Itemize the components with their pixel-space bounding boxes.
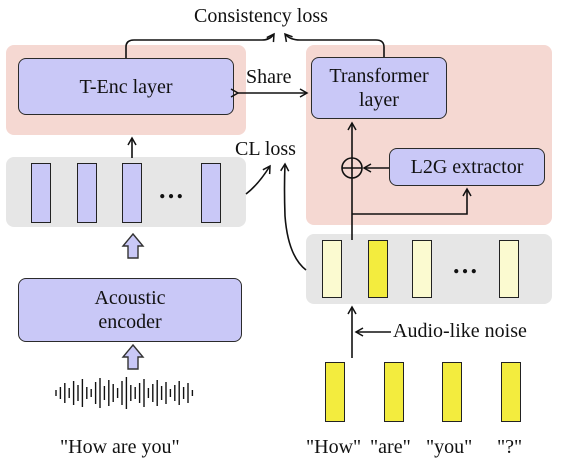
- cl-loss-curve-right: [280, 162, 307, 271]
- token-rect-2: [384, 362, 404, 422]
- up-arrow-icon: [121, 232, 145, 259]
- left-feature-rect-4: [201, 163, 221, 223]
- token-rect-1: [325, 362, 345, 422]
- share-label: Share: [246, 66, 292, 88]
- transformer-layer-label: Transformer layer: [329, 65, 429, 111]
- right-feature-rect-2: [368, 240, 388, 298]
- right-feature-rect-3: [412, 240, 432, 298]
- right-ellipsis: …: [452, 250, 479, 279]
- add-icon: [341, 157, 363, 179]
- right-feature-rect-1: [322, 240, 342, 298]
- left-feature-rect-2: [77, 163, 97, 223]
- branch-to-l2g: [352, 187, 472, 215]
- transformer-layer-box: Transformer layer: [311, 57, 447, 119]
- up-arrow-icon: [121, 343, 145, 370]
- token-rect-3: [442, 362, 462, 422]
- consistency-loss-label: Consistency loss: [194, 5, 328, 27]
- tenc-layer-box: T-Enc layer: [18, 58, 234, 115]
- tenc-layer-label: T-Enc layer: [79, 75, 173, 98]
- l2g-extractor-label: L2G extractor: [410, 156, 524, 178]
- right-caption-4: "?": [497, 436, 523, 458]
- waveform-icon: [55, 377, 194, 409]
- token-rect-4: [501, 362, 521, 422]
- right-feature-rect-4: [499, 240, 519, 298]
- left-ellipsis: …: [158, 175, 185, 204]
- right-caption-3: "you": [426, 436, 473, 458]
- left-caption: "How are you": [60, 436, 180, 458]
- audio-noise-label: Audio-like noise: [393, 320, 527, 342]
- left-feature-rect-3: [122, 163, 142, 223]
- right-caption-2: "are": [370, 436, 411, 458]
- cl-loss-curve-left: [245, 164, 271, 195]
- left-feature-rect-1: [31, 163, 51, 223]
- consistency-loss-bracket: [125, 32, 275, 58]
- acoustic-encoder-box: Acoustic encoder: [18, 278, 242, 342]
- acoustic-encoder-label: Acoustic encoder: [94, 287, 166, 333]
- right-caption-1: "How": [306, 436, 362, 458]
- consistency-loss-bracket-right: [284, 32, 385, 57]
- l2g-extractor-box: L2G extractor: [389, 148, 545, 186]
- cl-loss-label: CL loss: [235, 138, 296, 160]
